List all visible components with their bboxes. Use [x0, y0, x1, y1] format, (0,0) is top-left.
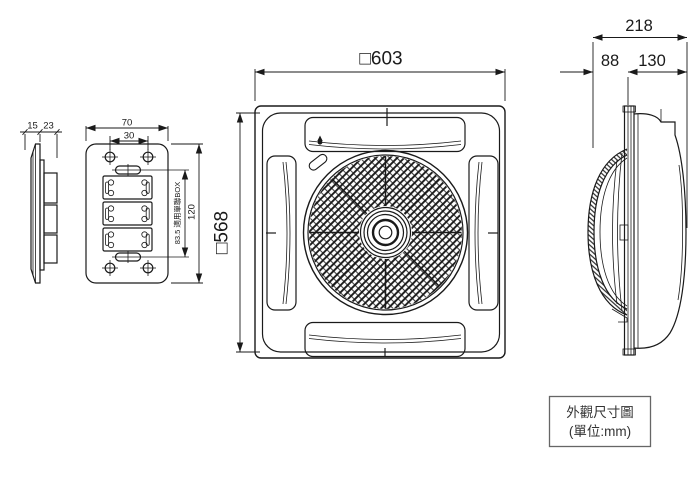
dim-panel-height: □568: [212, 112, 260, 353]
dim-switch-hole-pitch-label: 30: [124, 131, 135, 142]
fan-grille: [302, 149, 469, 316]
switch-front-view: 70 30 120 83.5 適用單聯BOX: [85, 118, 203, 284]
dim-switch-depth-plate-label: 15: [27, 121, 38, 132]
dim-switch-side-depths: 15 23: [20, 121, 62, 158]
caption-unit: (單位:mm): [569, 424, 631, 439]
dim-depth-total-label: 218: [625, 17, 653, 35]
dim-panel-width: □603: [254, 49, 506, 101]
dim-depth-total: 218: [593, 17, 687, 41]
switch-module: [102, 201, 153, 226]
left-vent: [266, 155, 297, 311]
dim-panel-height-label: □568: [212, 211, 233, 254]
bottom-louver: [304, 321, 466, 358]
screw-hole: [101, 148, 119, 166]
dim-depth-front-label: 88: [601, 52, 619, 70]
screw-hole: [139, 259, 157, 277]
dim-switch-plate-height-label: 120: [187, 204, 198, 220]
side-face-flange: [622, 105, 636, 356]
dim-switch-plate-width-label: 70: [122, 118, 133, 129]
screw-hole: [139, 148, 157, 166]
dim-switch-hole-pitch: 30: [109, 131, 149, 150]
receiver-window: [308, 153, 328, 171]
dim-switch-box-note-label: 83.5 適用單聯BOX: [172, 182, 182, 245]
dim-switch-box-note: 83.5 適用單聯BOX: [172, 170, 189, 257]
dim-panel-width-label: □603: [359, 49, 402, 70]
dim-depth-body-label: 130: [638, 52, 666, 70]
dim-switch-depth-body-label: 23: [43, 121, 54, 132]
switch-module: [102, 227, 153, 252]
screw-hole: [101, 259, 119, 277]
fan-side-view: 218 88 130: [560, 17, 688, 356]
caption-box: 外觀尺寸圖 (單位:mm): [548, 395, 652, 448]
dim-switch-plate-height: 120: [171, 143, 203, 284]
right-vent: [468, 155, 499, 311]
switch-side-view: 15 23: [20, 121, 62, 284]
switch-module: [102, 175, 153, 200]
top-louver: [304, 108, 466, 153]
dim-depth-split: 88 130: [560, 52, 687, 76]
side-grille-bulge: [587, 148, 629, 323]
side-housing: [633, 109, 687, 349]
dim-switch-plate-width: 70: [85, 118, 169, 141]
caption-title: 外觀尺寸圖: [566, 405, 634, 420]
fan-front-view: □603 □568: [212, 49, 506, 359]
fan-hub: [359, 206, 412, 259]
indicator-icon: [317, 135, 323, 145]
